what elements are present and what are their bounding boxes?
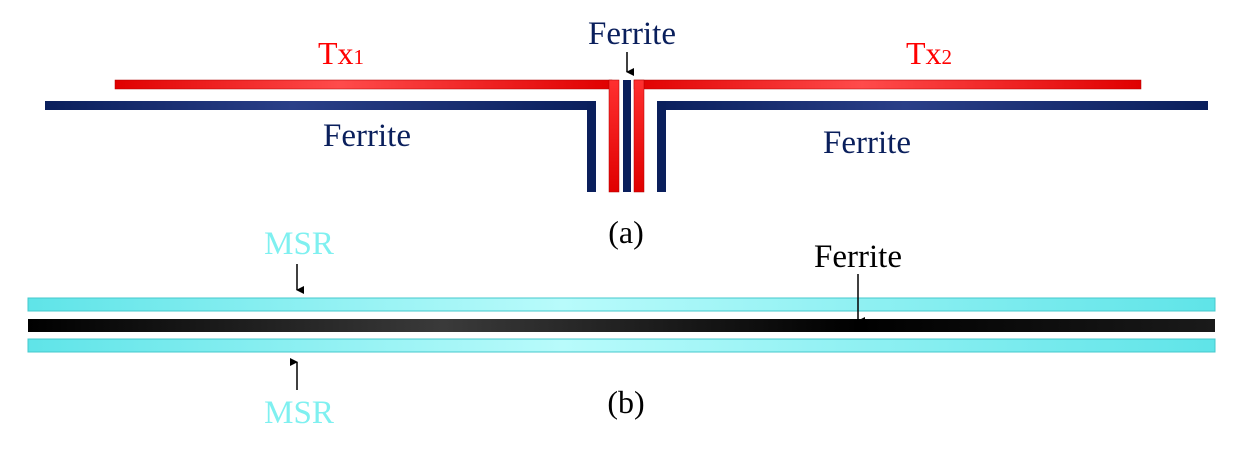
ferrite-left-label: Ferrite [323,118,411,154]
msr-bottom-layer [27,338,1216,353]
msr-bottom-label: MSR [264,395,334,431]
ferrite-layer [28,319,1215,332]
ferrite-left [45,101,596,192]
ferrite-b-label: Ferrite [814,239,902,275]
ferrite-right [657,101,1208,192]
caption-a: (a) [608,214,644,250]
tx2-label: Tx2 [906,35,952,71]
panel-a: Tx1 Tx2 Ferrite Ferrite Ferrite (a) [45,16,1208,250]
msr-top-layer [27,297,1216,312]
tx1-label: Tx1 [318,35,364,71]
ferrite-top-label: Ferrite [588,16,676,52]
msr-top-label: MSR [264,226,334,262]
caption-b: (b) [607,384,644,420]
ferrite-center [623,80,631,192]
tx2-coil [633,79,1142,193]
tx1-coil [114,79,620,193]
panel-b: MSR MSR Ferrite (b) [27,226,1216,431]
ferrite-right-label: Ferrite [823,125,911,161]
